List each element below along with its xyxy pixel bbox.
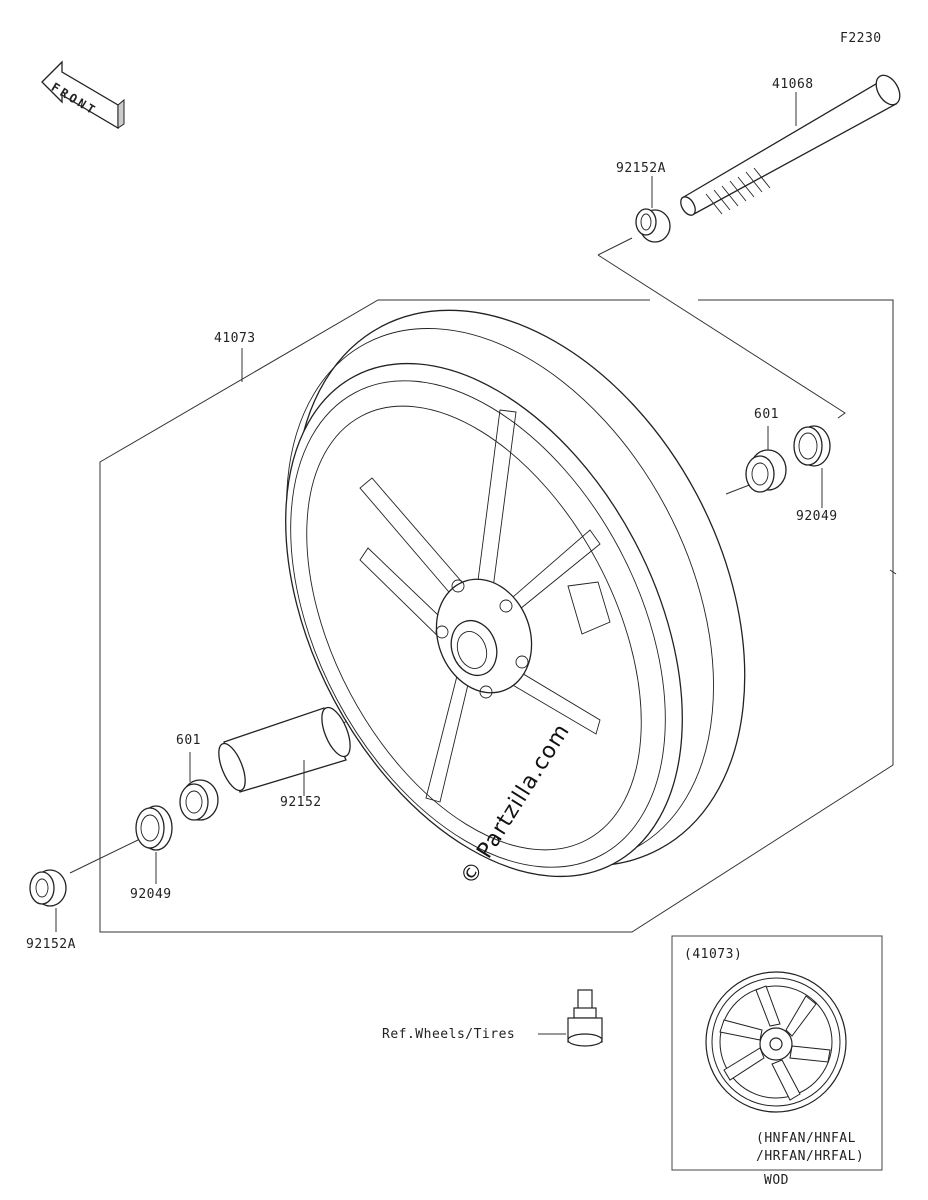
label-spacer: 92152	[280, 795, 322, 810]
label-wheel: 41073	[214, 331, 256, 346]
label-bearing-left: 601	[176, 733, 201, 748]
inset-title: (41073)	[684, 947, 743, 962]
front-arrow-icon	[41, 60, 125, 130]
label-collar-bottom: 92152A	[26, 937, 76, 952]
collar-top-92152A	[635, 208, 671, 243]
diagram-code: F2230	[840, 31, 882, 46]
bearing-left-601	[179, 779, 219, 821]
label-bearing-right: 601	[754, 407, 779, 422]
inset-box	[671, 935, 883, 1171]
inset-models-line2: /HRFAN/HRFAL)	[756, 1149, 865, 1164]
label-seal-left: 92049	[130, 887, 172, 902]
label-collar-top: 92152A	[616, 161, 666, 176]
bearing-right-601	[745, 449, 787, 493]
axle-41068	[680, 74, 901, 216]
valve-reference-label: Ref.Wheels/Tires	[382, 1027, 516, 1042]
leader-lines	[55, 92, 823, 1035]
inset-models-line1: (HNFAN/HNFAL	[756, 1131, 856, 1146]
wheel-41073	[285, 309, 746, 878]
label-seal-right: 92049	[796, 509, 838, 524]
collar-bottom-92152A	[29, 869, 67, 907]
valve-icon	[567, 989, 603, 1047]
spacer-92152	[218, 706, 351, 793]
inset-variant: WOD	[764, 1173, 789, 1188]
seal-left-92049	[135, 805, 173, 851]
seal-right-92049	[793, 425, 831, 467]
label-axle: 41068	[772, 77, 814, 92]
